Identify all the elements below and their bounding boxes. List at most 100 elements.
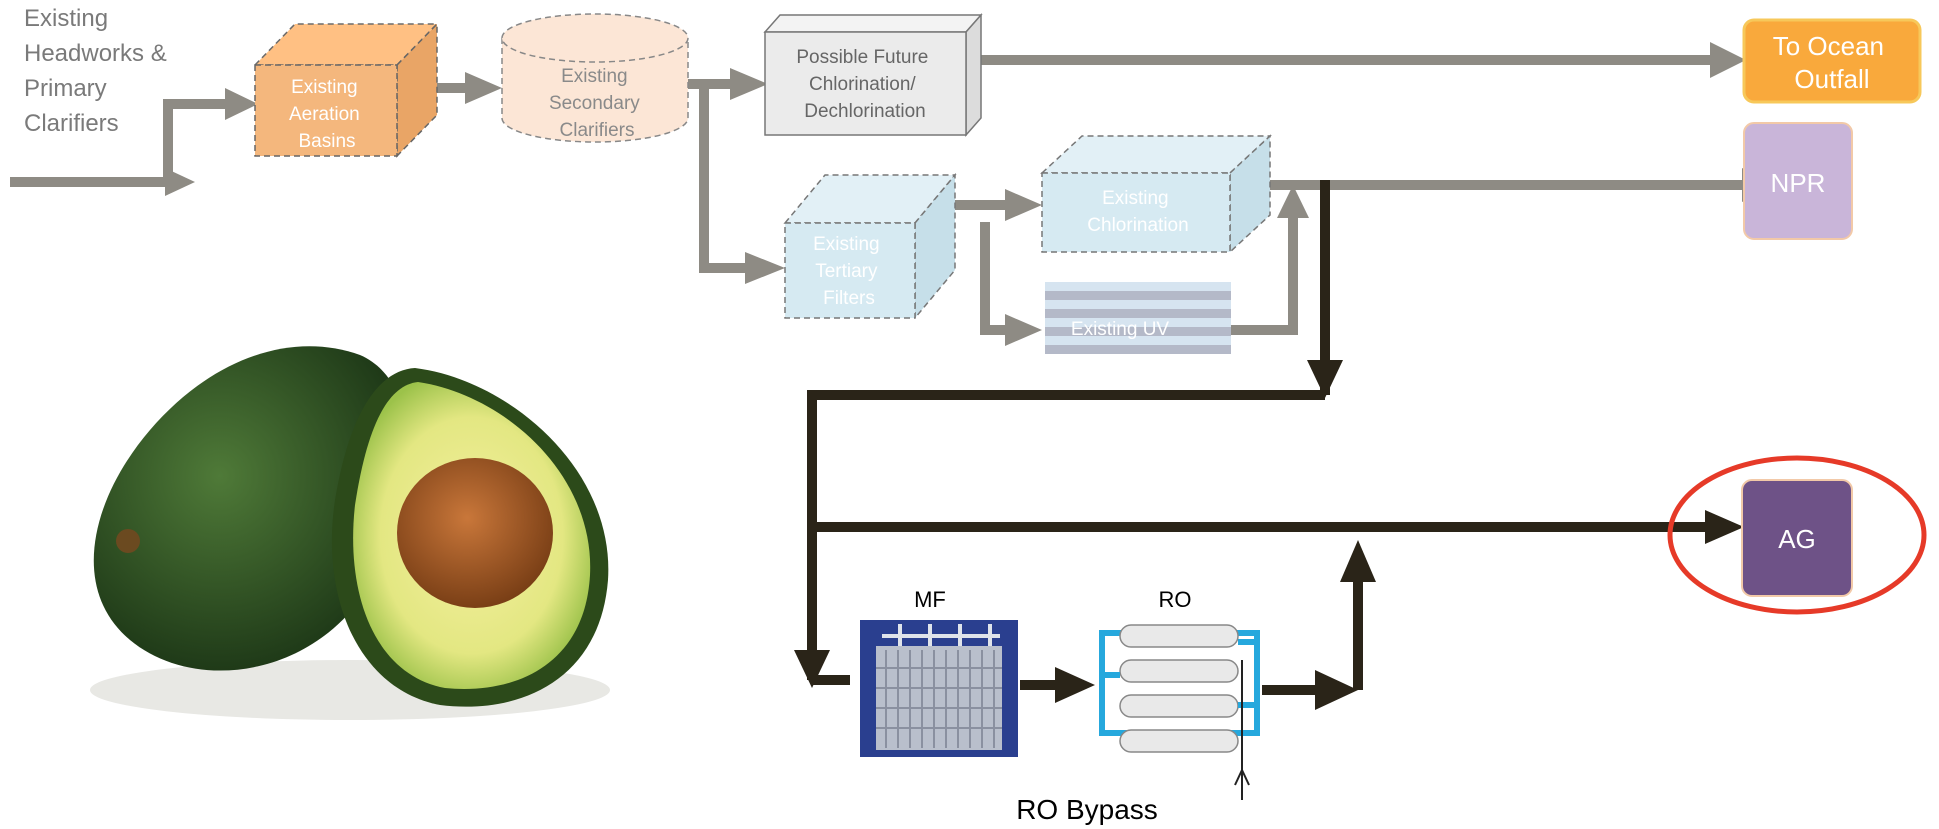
source-label-line: Clarifiers — [24, 110, 119, 137]
secondary-label: Existing Secondary Clarifiers — [549, 66, 645, 141]
tertiary-front-face — [784, 222, 916, 319]
uv-stripe — [1045, 318, 1231, 327]
avocado-image — [90, 346, 610, 720]
uv-stripe — [1045, 345, 1231, 354]
tertiary-filters-box: Existing Tertiary Filters — [783, 172, 957, 321]
aeration-label-line: Existing — [291, 77, 358, 98]
arrowhead — [1705, 510, 1744, 544]
chlorination-top-face — [1040, 135, 1272, 174]
flow-recycle-horizontal — [807, 390, 1325, 680]
secondary-clarifiers-box: Existing Secondary Clarifiers — [501, 13, 689, 143]
arrowhead — [1710, 42, 1746, 78]
arrowhead — [1055, 667, 1095, 703]
flow-secondary-to-tertiary — [699, 84, 762, 273]
chlorination-front-face — [1041, 172, 1231, 253]
ocean-outfall-label-line: To Ocean — [1773, 31, 1884, 61]
ro-label: RO — [1159, 587, 1192, 612]
aeration-basins-box: Existing Aeration Basins — [253, 22, 439, 158]
secondary-label-line: Clarifiers — [560, 120, 635, 141]
uv-stripe — [1045, 336, 1231, 345]
future-label-line: Chlorination/ — [809, 74, 916, 95]
secondary-label-line: Secondary — [549, 93, 640, 114]
gray-arrowheads — [165, 42, 1776, 346]
arrowhead — [730, 68, 768, 100]
arrowhead — [745, 252, 785, 284]
future-label: Possible Future Chlorination/ Dechlorina… — [796, 47, 933, 122]
npr-rect — [1743, 122, 1853, 240]
arrowhead — [1340, 540, 1376, 582]
source-label: Existing Headworks & Primary Clarifiers — [24, 5, 173, 137]
flow-tertiary-to-uv — [980, 222, 1015, 335]
tertiary-label: Existing Tertiary Filters — [813, 234, 885, 309]
uv-box: Existing UV — [1045, 282, 1231, 354]
secondary-label-line: Existing — [561, 66, 628, 87]
uv-label: Existing UV — [1071, 319, 1170, 340]
future-side-face — [965, 13, 982, 137]
npr-box: NPR — [1743, 122, 1853, 240]
ro-frame — [1099, 630, 1260, 736]
arrowhead — [1307, 360, 1343, 398]
aeration-label-line: Aeration — [289, 104, 360, 125]
ocean-outfall-rect — [1742, 18, 1922, 104]
ag-rect — [1741, 479, 1853, 597]
arrowhead — [165, 168, 195, 196]
ro-vessels — [1119, 624, 1239, 753]
chlorination-label: Existing Chlorination — [1087, 188, 1188, 236]
dark-arrowheads — [794, 360, 1744, 710]
tertiary-label-line: Filters — [823, 288, 875, 309]
chlorination-label-line: Chlorination — [1087, 215, 1188, 236]
gray-flow-lines — [10, 55, 1748, 335]
arrowhead — [1315, 670, 1358, 710]
future-label-line: Possible Future — [796, 47, 928, 68]
arrowhead — [794, 650, 830, 688]
ag-box: AG — [1667, 455, 1927, 615]
uv-stripe — [1045, 282, 1231, 291]
mf-body — [876, 646, 1002, 750]
uv-stripe — [1045, 309, 1231, 318]
dark-flow-lines — [807, 180, 1715, 695]
avocado-pit — [397, 458, 553, 608]
ocean-outfall-label: To Ocean Outfall — [1773, 31, 1892, 94]
source-label-line: Headworks & — [24, 40, 167, 67]
uv-stripe — [1045, 327, 1231, 336]
ro-drain — [1234, 660, 1250, 800]
arrowhead — [465, 72, 502, 104]
aeration-label: Existing Aeration Basins — [289, 77, 365, 152]
arrowhead — [1005, 189, 1042, 221]
arrowhead — [225, 88, 258, 120]
future-front-face — [764, 31, 967, 136]
mf-label: MF — [914, 587, 946, 612]
aeration-front-face — [254, 64, 398, 157]
ro-unit: RO — [1099, 587, 1260, 800]
ocean-outfall-box: To Ocean Outfall — [1742, 18, 1922, 104]
source-label-line: Primary — [24, 75, 107, 102]
secondary-body — [501, 38, 689, 143]
future-label-line: Dechlorination — [804, 101, 925, 122]
chlorination-box: Existing Chlorination — [1040, 134, 1272, 254]
tertiary-label-line: Tertiary — [815, 261, 878, 282]
flow-uv-return — [1230, 205, 1298, 335]
uv-stripe — [1045, 291, 1231, 300]
ag-highlight-circle — [1667, 455, 1927, 615]
arrowhead — [1277, 185, 1309, 218]
avocado-whole — [93, 346, 409, 671]
npr-label: NPR — [1771, 168, 1826, 198]
uv-stripe — [1045, 300, 1231, 309]
ro-bypass-label: RO Bypass — [1016, 794, 1158, 825]
flow-step — [163, 99, 230, 187]
ag-label: AG — [1778, 524, 1816, 554]
mf-unit: MF — [860, 587, 1018, 757]
tertiary-label-line: Existing — [813, 234, 880, 255]
aeration-label-line: Basins — [298, 131, 355, 152]
mf-grid — [876, 650, 1002, 748]
avocado-stem — [116, 529, 140, 553]
mf-pipes — [882, 624, 1000, 646]
chlorination-label-line: Existing — [1102, 188, 1169, 209]
future-chlorination-box: Possible Future Chlorination/ Dechlorina… — [763, 13, 983, 137]
source-label-line: Existing — [24, 5, 108, 32]
secondary-top — [501, 13, 689, 63]
arrowhead — [1005, 314, 1042, 346]
future-top-face — [763, 14, 983, 33]
ocean-outfall-label-line: Outfall — [1794, 64, 1869, 94]
